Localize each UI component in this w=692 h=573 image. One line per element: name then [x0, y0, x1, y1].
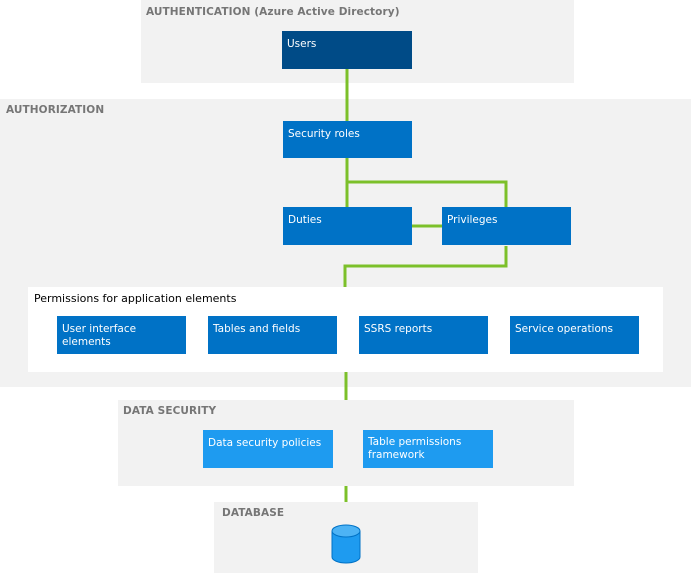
privileges-box: Privileges [442, 207, 571, 245]
data-security-title: DATA SECURITY [123, 405, 217, 417]
authentication-title: AUTHENTICATION (Azure Active Directory) [146, 6, 400, 18]
authorization-title: AUTHORIZATION [6, 104, 105, 116]
data-security-policies-box: Data security policies [203, 430, 333, 468]
database-title: DATABASE [222, 507, 285, 519]
permission-item-tables-fields: Tables and fields [208, 316, 337, 354]
permissions-title: Permissions for application elements [34, 292, 237, 305]
duties-box: Duties [283, 207, 412, 245]
permission-item-ui-elements: User interface elements [57, 316, 186, 354]
data-security-panel [118, 400, 574, 486]
users-box: Users [282, 31, 412, 69]
permission-item-ssrs-reports: SSRS reports [359, 316, 488, 354]
database-icon [331, 524, 361, 564]
table-permissions-box: Table permissions framework [363, 430, 493, 468]
security-roles-box: Security roles [283, 121, 412, 158]
permission-item-service-operations: Service operations [510, 316, 639, 354]
